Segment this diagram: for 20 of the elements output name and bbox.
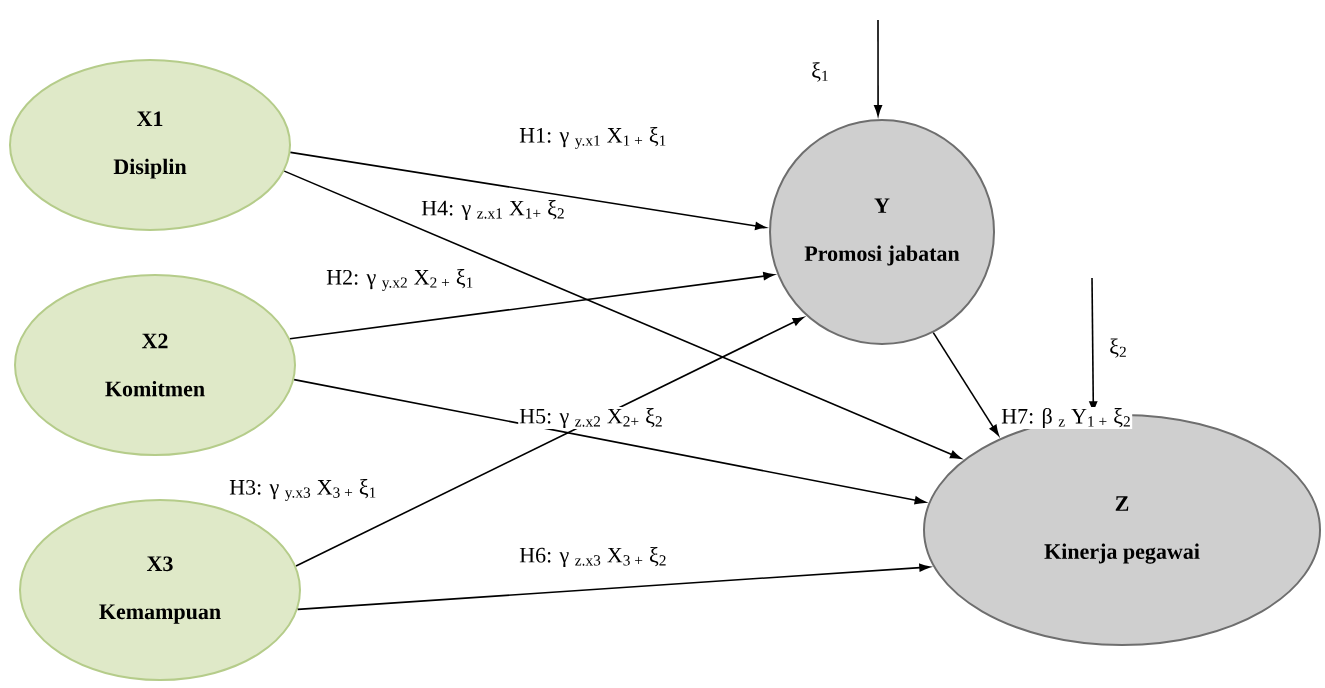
arrow [289, 272, 775, 340]
edge-label: H6: γ $_{z.x3}$ X$_{3 +}$ ξ$_{2}$ [518, 546, 668, 569]
edge-label: H4: γ $_{z.x1}$ X$_{1+}$ ξ$_{2}$ [420, 198, 567, 222]
arrow [874, 19, 883, 117]
arrow [932, 331, 999, 436]
edge-label: ξ$_{2}$ [1108, 337, 1129, 359]
edge-label: H2: γ $_{y.x2}$ X$_{2 +}$ ξ$_{1}$ [325, 268, 475, 292]
edge-label: H1: γ $_{y.x1}$ X$_{1 +}$ ξ$_{1}$ [518, 126, 668, 150]
edge-label: H7: β $_{z}$ Y$_{1 +}$ ξ$_{2}$ [1000, 406, 1133, 430]
edge-label: H3: γ $_{y.x3}$ X$_{3 +}$ ξ$_{1}$ [228, 478, 378, 502]
ellipse-node: X1 Disiplin [9, 59, 291, 231]
arrow [289, 151, 767, 230]
arrow [296, 563, 931, 611]
arrow [295, 316, 804, 567]
arrow [283, 170, 962, 459]
edge-label: ξ$_{1}$ [810, 61, 831, 83]
ellipse-node: X2 Komitmen [14, 274, 296, 456]
arrow [293, 378, 926, 505]
edge-label: H5: γ $_{z.x2}$ X$_{2+}$ ξ$_{2}$ [518, 407, 665, 430]
ellipse-node: Y Promosi jabatan [769, 119, 995, 345]
